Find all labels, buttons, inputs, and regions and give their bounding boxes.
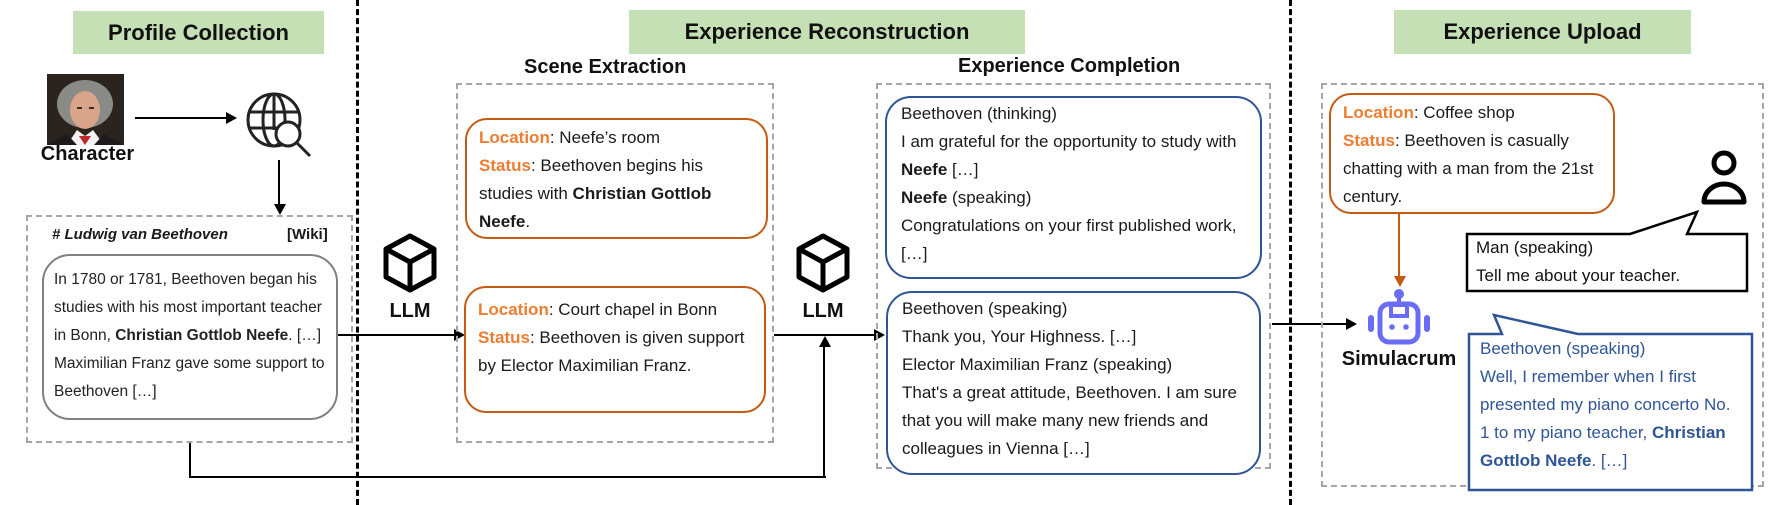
loop-line-down [189,443,191,478]
arrow-completion-to-simulacrum [1272,323,1347,325]
completion-card-1: Beethoven (thinking) I am grateful for t… [885,96,1262,279]
completion-card-2: Beethoven (speaking) Thank you, Your Hig… [886,291,1261,475]
wiki-title: # Ludwig van Beethoven [52,226,228,243]
upload-scene-card: Location: Coffee shop Status: Beethoven … [1329,93,1615,214]
stage-header-experience-upload: Experience Upload [1394,10,1691,54]
arrowhead [874,329,885,341]
llm-label: LLM [389,300,431,322]
beethoven-portrait-icon [47,74,124,145]
arrowhead [1394,276,1406,287]
stage-header-profile-collection: Profile Collection [73,11,324,54]
wiki-text-box: In 1780 or 1781, Beethoven began his stu… [42,254,338,420]
arrow-scene-to-completion [774,334,875,336]
loop-line-up [823,346,825,478]
arrowhead [1346,318,1357,330]
arrowhead [226,112,237,124]
arrow-scene-to-simulacrum [1398,214,1400,278]
loop-line-across [189,476,826,478]
character-portrait [47,74,124,145]
beethoven-speech-text: Beethoven (speaking) Well, I remember wh… [1480,339,1731,470]
scene-card-1: Location: Neefe’s room Status: Beethoven… [465,118,768,239]
man-speech-bubble [1465,200,1750,293]
arrow-search-to-wiki [278,160,280,206]
character-label: Character [40,143,135,165]
stage-separator-1 [356,0,359,505]
llm-cube-icon [382,232,438,294]
wiki-container [26,215,353,443]
user-person-icon [1700,150,1748,206]
simulacrum-robot-icon [1366,287,1432,347]
stage-separator-2 [1289,0,1292,505]
llm-label: LLM [802,300,844,322]
scene-extraction-container [456,83,774,443]
scene-card-2: Location: Court chapel in Bonn Status: B… [464,286,766,413]
arrow-wiki-to-llm [338,334,455,336]
stage-header-experience-reconstruction: Experience Reconstruction [629,10,1025,54]
arrowhead [274,204,286,215]
llm-cube-icon [795,232,851,294]
beethoven-speech-bubble [1465,310,1755,492]
subhead-scene-extraction: Scene Extraction [524,56,687,78]
man-speech-text: Man (speaking) Tell me about your teache… [1476,238,1681,285]
globe-search-icon [244,90,316,162]
subhead-experience-completion: Experience Completion [958,55,1181,77]
wiki-source-tag: [Wiki] [287,226,328,243]
arrowhead [454,329,465,341]
arrowhead [819,336,831,347]
arrow-character-to-search [135,117,227,119]
simulacrum-label: Simulacrum [1341,348,1457,370]
